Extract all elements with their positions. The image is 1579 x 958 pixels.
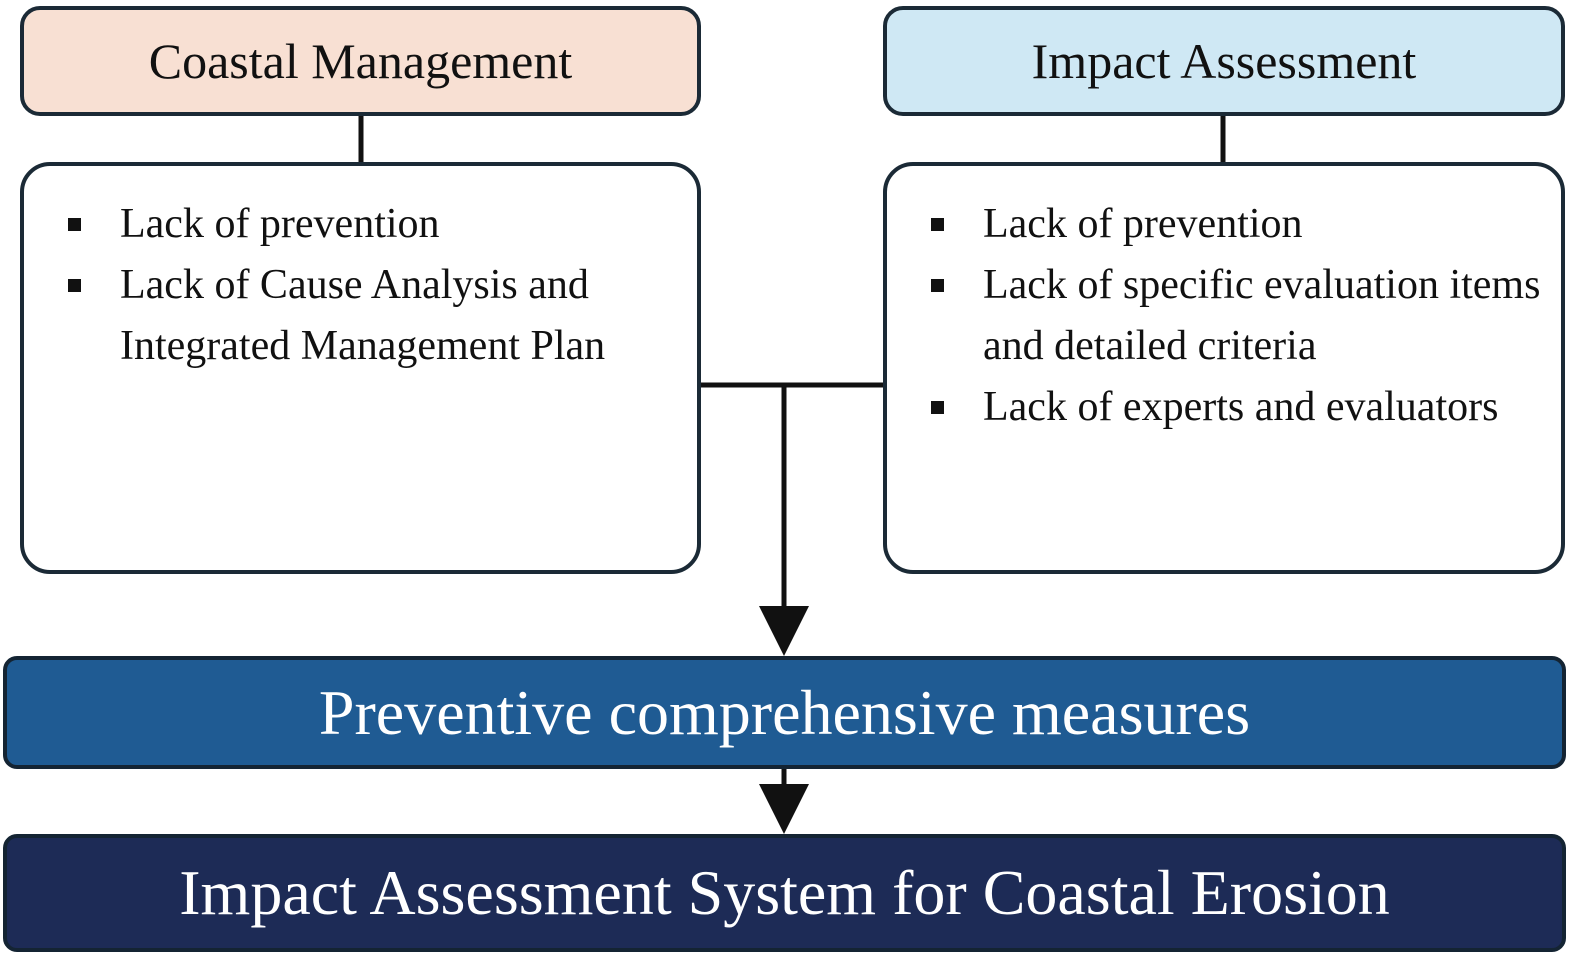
coastal-management-header: Coastal Management xyxy=(20,6,701,116)
list-item-text: Lack of prevention xyxy=(120,201,440,247)
list-item: Lack of prevention xyxy=(68,194,677,255)
list-item: Lack of experts and evaluators xyxy=(931,377,1541,438)
list-item: Lack of prevention xyxy=(931,194,1541,255)
preventive-measures-label: Preventive comprehensive measures xyxy=(318,676,1251,748)
impact-assessment-header: Impact Assessment xyxy=(883,6,1565,116)
list-item-text: Lack of prevention xyxy=(983,201,1303,247)
list-item: Lack of specific evaluation items and de… xyxy=(931,255,1541,377)
impact-assessment-issues-list: Lack of prevention Lack of specific eval… xyxy=(931,194,1541,438)
bullet-square-icon xyxy=(68,218,81,231)
preventive-measures-band: Preventive comprehensive measures xyxy=(3,656,1566,769)
assessment-system-band: Impact Assessment System for Coastal Ero… xyxy=(3,834,1566,952)
bullet-square-icon xyxy=(931,218,944,231)
list-item-text: Lack of experts and evaluators xyxy=(983,384,1499,430)
bullet-square-icon xyxy=(68,279,81,292)
coastal-management-issues-list: Lack of prevention Lack of Cause Analysi… xyxy=(68,194,677,377)
list-item-text: Lack of specific evaluation items and de… xyxy=(983,262,1541,369)
impact-assessment-title: Impact Assessment xyxy=(1031,33,1417,89)
impact-assessment-issues-box: Lack of prevention Lack of specific eval… xyxy=(883,162,1565,574)
coastal-management-issues-box: Lack of prevention Lack of Cause Analysi… xyxy=(20,162,701,574)
list-item-text: Lack of Cause Analysis and Integrated Ma… xyxy=(120,262,606,369)
assessment-system-label: Impact Assessment System for Coastal Ero… xyxy=(179,857,1390,928)
list-item: Lack of Cause Analysis and Integrated Ma… xyxy=(68,255,677,377)
coastal-management-title: Coastal Management xyxy=(148,33,573,89)
bullet-square-icon xyxy=(931,279,944,292)
bullet-square-icon xyxy=(931,401,944,414)
